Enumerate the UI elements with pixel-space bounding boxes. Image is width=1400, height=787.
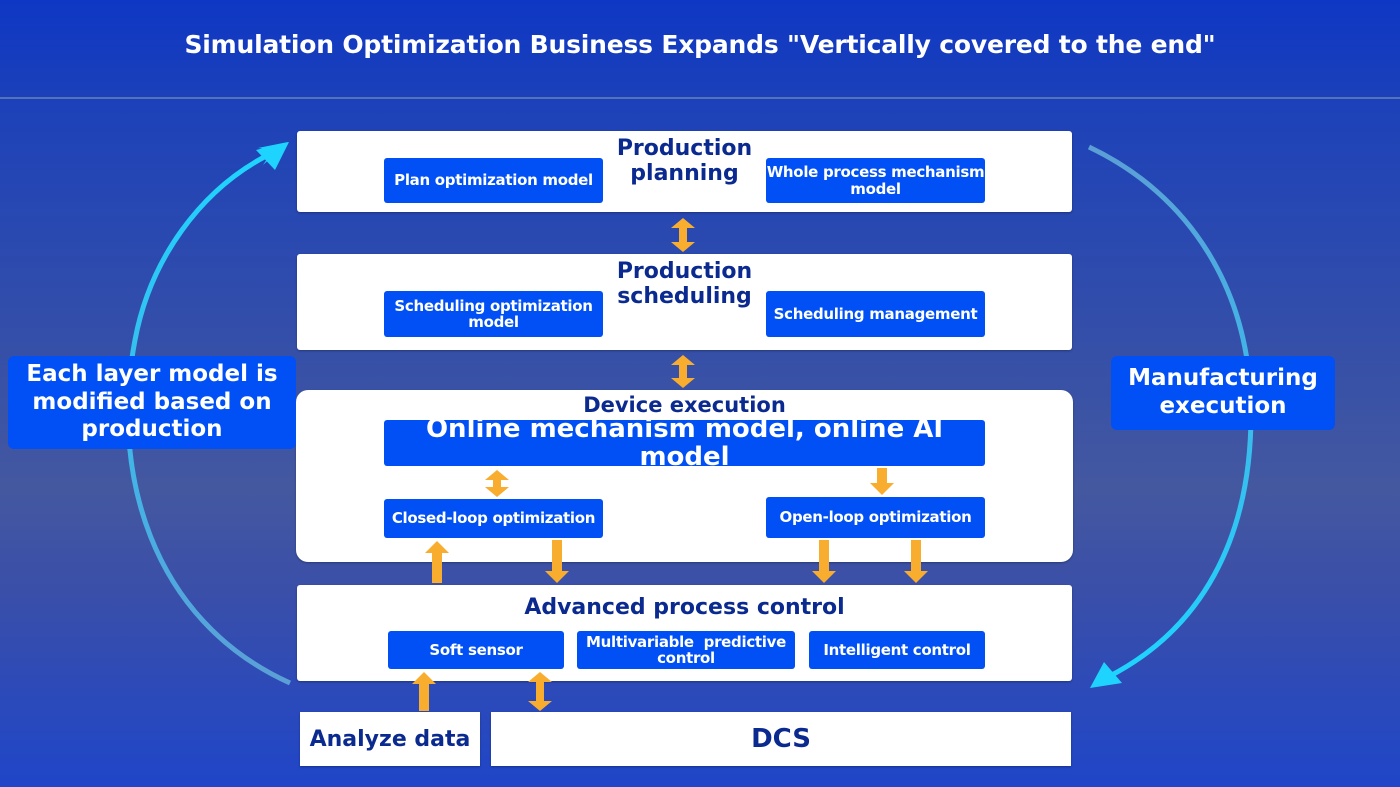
layer-device-execution: Device execution Online mechanism model,… <box>296 390 1073 562</box>
chip-soft-sensor[interactable]: Soft sensor <box>388 631 564 669</box>
double-vertical-arrow-icon <box>485 470 509 497</box>
down-arrow-icon <box>545 540 569 583</box>
double-vertical-arrow-icon <box>671 218 695 252</box>
down-arrow-icon <box>870 468 894 495</box>
layer-title: Advanced process control <box>524 595 845 620</box>
up-arrow-icon <box>412 672 436 711</box>
layer-advanced-process-control: Advanced process control Soft sensor Mul… <box>297 585 1072 681</box>
chip-intelligent-control[interactable]: Intelligent control <box>809 631 985 669</box>
chip-open-loop-optimization[interactable]: Open-loop optimization <box>766 497 985 538</box>
layer-production-planning: Production planning Plan optimization mo… <box>297 131 1072 212</box>
layer-title: Production scheduling <box>616 259 753 310</box>
chip-scheduling-optimization-model[interactable]: Scheduling optimization model <box>384 291 603 337</box>
chip-plan-optimization-model[interactable]: Plan optimization model <box>384 158 603 203</box>
up-arrow-icon <box>425 541 449 583</box>
title-divider <box>0 97 1400 99</box>
dcs-box[interactable]: DCS <box>491 712 1071 766</box>
side-label-right: Manufacturing execution <box>1111 356 1335 430</box>
layer-title: Device execution <box>583 393 786 417</box>
right-arrowhead-icon <box>1090 662 1122 688</box>
down-arrow-icon <box>904 540 928 583</box>
double-vertical-arrow-icon <box>671 355 695 388</box>
page-title: Simulation Optimization Business Expands… <box>184 30 1216 59</box>
layer-production-scheduling: Production scheduling Scheduling optimiz… <box>297 254 1072 350</box>
analyze-data-box[interactable]: Analyze data <box>300 712 480 766</box>
side-label-left: Each layer model is modified based on pr… <box>8 356 296 449</box>
double-vertical-arrow-icon <box>528 672 552 711</box>
chip-online-models[interactable]: Online mechanism model, online AI model <box>384 415 985 471</box>
down-arrow-icon <box>812 540 836 583</box>
chip-whole-process-mechanism-model[interactable]: Whole process mechanism model <box>766 158 985 203</box>
layer-title: Production planning <box>616 136 753 187</box>
chip-scheduling-management[interactable]: Scheduling management <box>766 291 985 337</box>
chip-multivariable-predictive-control[interactable]: Multivariable predictive control <box>577 631 795 669</box>
chip-closed-loop-optimization[interactable]: Closed-loop optimization <box>384 499 603 538</box>
